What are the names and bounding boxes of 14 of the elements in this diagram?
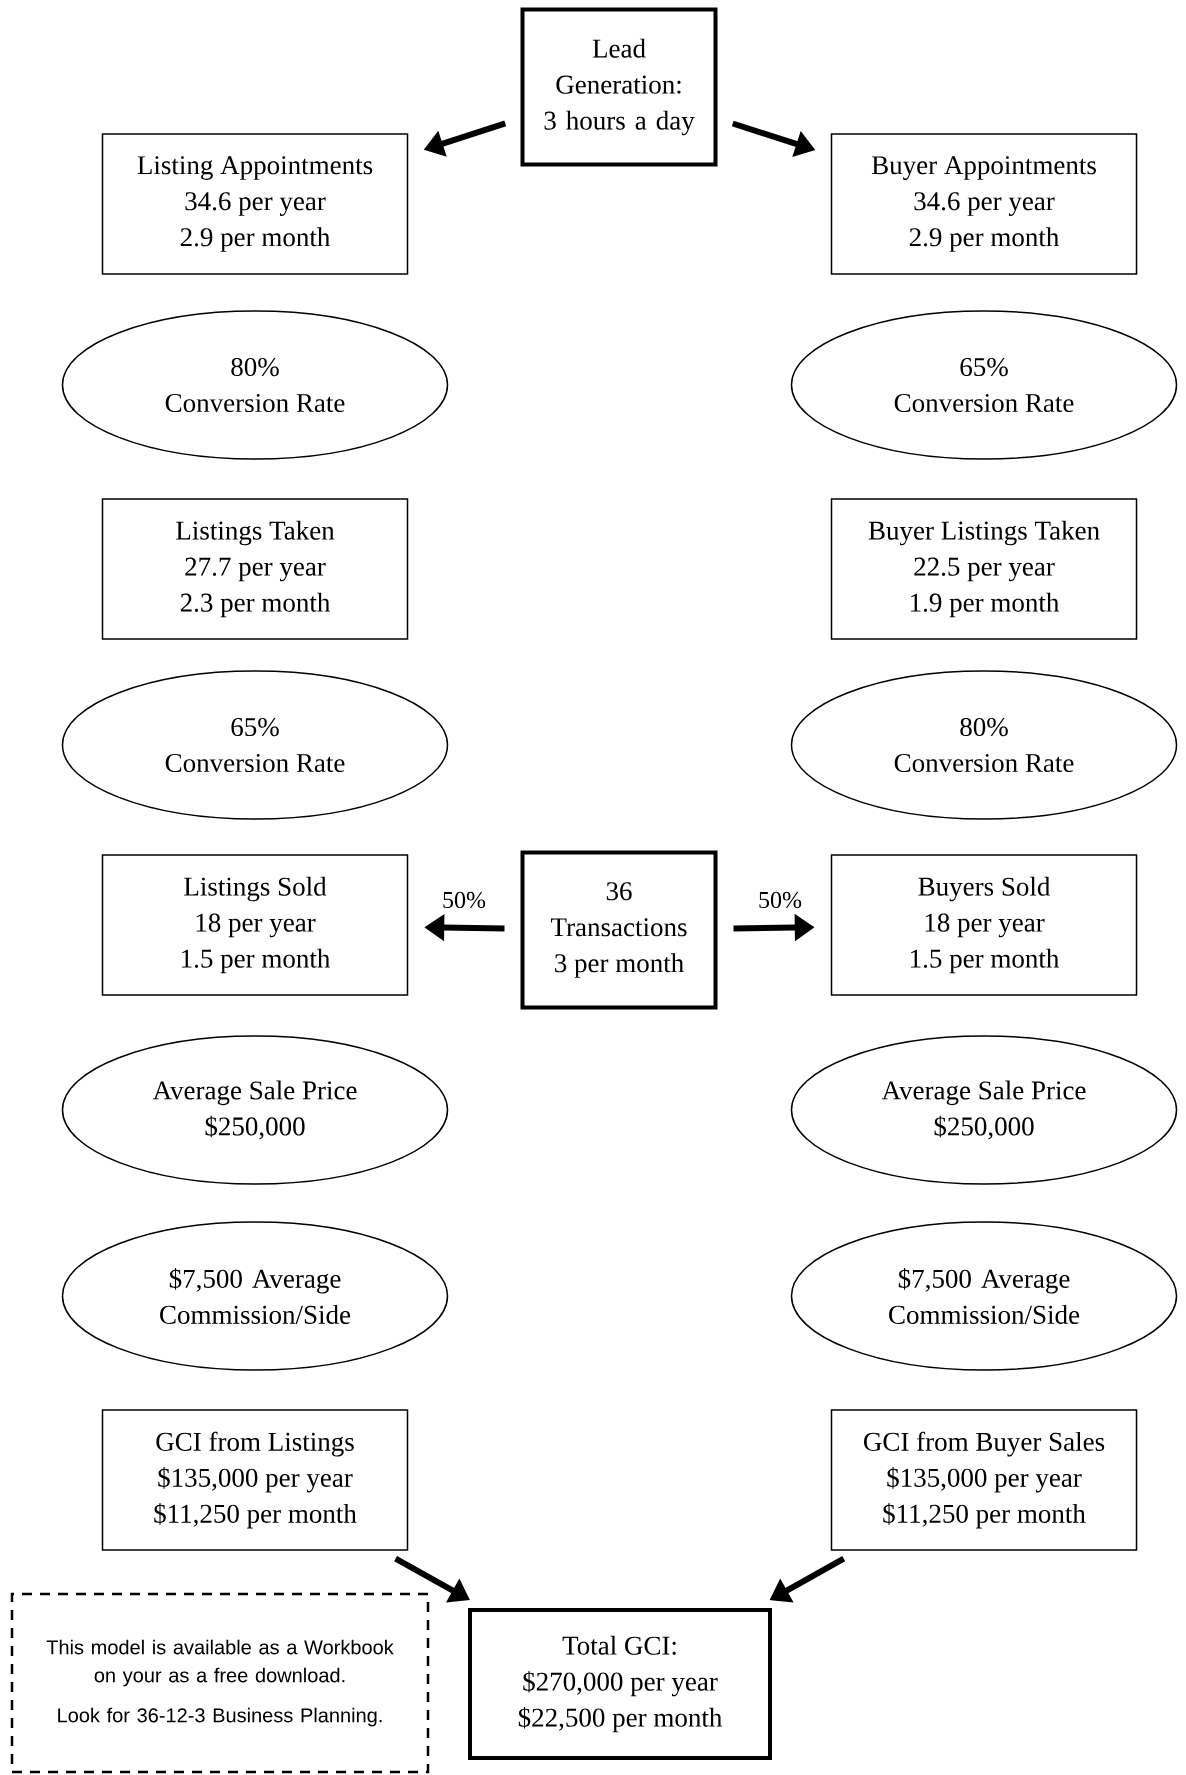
process-box: GCI from Buyer Sales $135,000 per year $11,250 per month bbox=[830, 1409, 1138, 1551]
process-box: Lead Generation: 3 hours a day bbox=[520, 7, 718, 167]
process-box: Buyers Sold 18 per year 1.5 per month bbox=[830, 854, 1138, 996]
note-box: This model is available as a Workbook on your as a free download. Look for 36-12-3 Business Planning. bbox=[10, 1592, 430, 1774]
process-box: 36 Transactions 3 per month bbox=[520, 850, 718, 1010]
edge-label: 50% bbox=[440, 889, 488, 911]
process-box: Listings Taken 27.7 per year 2.3 per month bbox=[101, 498, 409, 640]
edge-label: 50% bbox=[756, 889, 804, 911]
process-box: Listings Sold 18 per year 1.5 per month bbox=[101, 854, 409, 996]
process-box: Listing Appointments 34.6 per year 2.9 per month bbox=[101, 133, 409, 275]
process-box: Buyer Appointments 34.6 per year 2.9 per month bbox=[830, 133, 1138, 275]
process-box: Buyer Listings Taken 22.5 per year 1.9 per month bbox=[830, 498, 1138, 640]
process-box: GCI from Listings $135,000 per year $11,250 per month bbox=[101, 1409, 409, 1551]
process-box: Total GCI: $270,000 per year $22,500 per month bbox=[468, 1608, 772, 1760]
